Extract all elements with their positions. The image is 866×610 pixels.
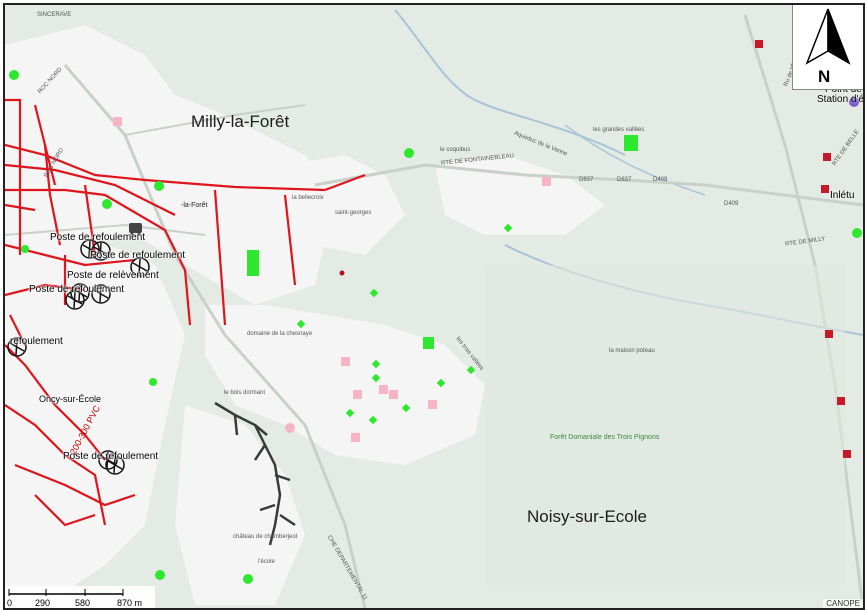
scale-tick: 290 — [35, 598, 51, 608]
pump-station-label: Poste de refoulement — [63, 451, 159, 462]
place-label: château de chamberjeot — [233, 534, 298, 540]
red-pipe-network — [5, 98, 366, 527]
pink-markers — [113, 117, 551, 442]
dark-pipe-network — [214, 401, 296, 546]
map-attribution: CANOPE — [823, 599, 863, 608]
scale-tick: 580 — [75, 598, 91, 608]
north-arrow: N — [792, 5, 863, 90]
pump-station-label: refoulement — [10, 336, 63, 347]
pump-station-icon — [91, 241, 111, 261]
road-label: SINCERAVE — [37, 12, 72, 18]
place-label: domaine de la chesnaye — [247, 331, 313, 337]
forest-area — [485, 265, 845, 585]
place-label: le bois dormant — [224, 390, 266, 396]
compass-arrow-icon — [805, 8, 851, 65]
red-dot-marker — [339, 270, 345, 276]
green-diamond-markers — [296, 223, 513, 425]
scale-bar-graphic — [8, 589, 124, 596]
pump-station-icon — [91, 284, 111, 304]
scale-bar: 0 290 580 870 m — [5, 586, 155, 608]
bus-icon — [129, 223, 142, 236]
town-label-milly: Milly-la-Forêt — [191, 112, 290, 131]
pump-station-icons — [7, 239, 150, 475]
pump-station-label: Poste de refoulement — [90, 250, 186, 261]
pump-station-icon — [105, 455, 125, 475]
place-label: saint-georges — [335, 210, 372, 216]
scale-tick: 870 m — [117, 598, 143, 608]
road-label: D837 — [579, 177, 594, 183]
map-canvas[interactable] — [5, 5, 863, 608]
purple-marker — [849, 97, 859, 107]
pump-station-label: Poste de relèvement — [67, 270, 159, 281]
place-label: la bellecroix — [292, 195, 324, 201]
town-label-oncy: Oncy-sur-École — [39, 394, 102, 404]
town-label-noisy: Noisy-sur-Ecole — [527, 507, 647, 526]
road-markers-red — [755, 40, 851, 458]
place-label: les grandes vallées — [593, 127, 645, 133]
pump-station-icon — [7, 337, 27, 357]
place-label: le coquibus — [440, 147, 471, 153]
pump-station-label: Poste de refoulement — [50, 232, 146, 243]
road-label: D409 — [724, 201, 739, 207]
north-letter: N — [818, 67, 831, 86]
pump-station-icon — [65, 290, 85, 310]
place-label: l'école — [258, 559, 275, 565]
road-label: D409 — [653, 177, 668, 183]
map-view[interactable]: Milly-la-Forêt Noisy-sur-Ecole Oncy-sur-… — [3, 3, 865, 610]
place-label: -la-Forêt — [181, 202, 208, 209]
pump-station-label: Poste de refoulement — [29, 284, 125, 295]
place-label: la maison poteau — [609, 348, 655, 354]
green-markers — [9, 70, 862, 584]
road-label: D837 — [617, 177, 632, 183]
edge-label-inlet: Inlétu — [830, 190, 855, 201]
pump-station-icon — [130, 257, 150, 277]
urban-areas — [5, 25, 605, 605]
edge-label-station: Station d'é — [817, 94, 864, 105]
scale-tick: 0 — [7, 598, 13, 608]
forest-label: Forêt Domaniale des Trois Pignons — [550, 434, 660, 441]
